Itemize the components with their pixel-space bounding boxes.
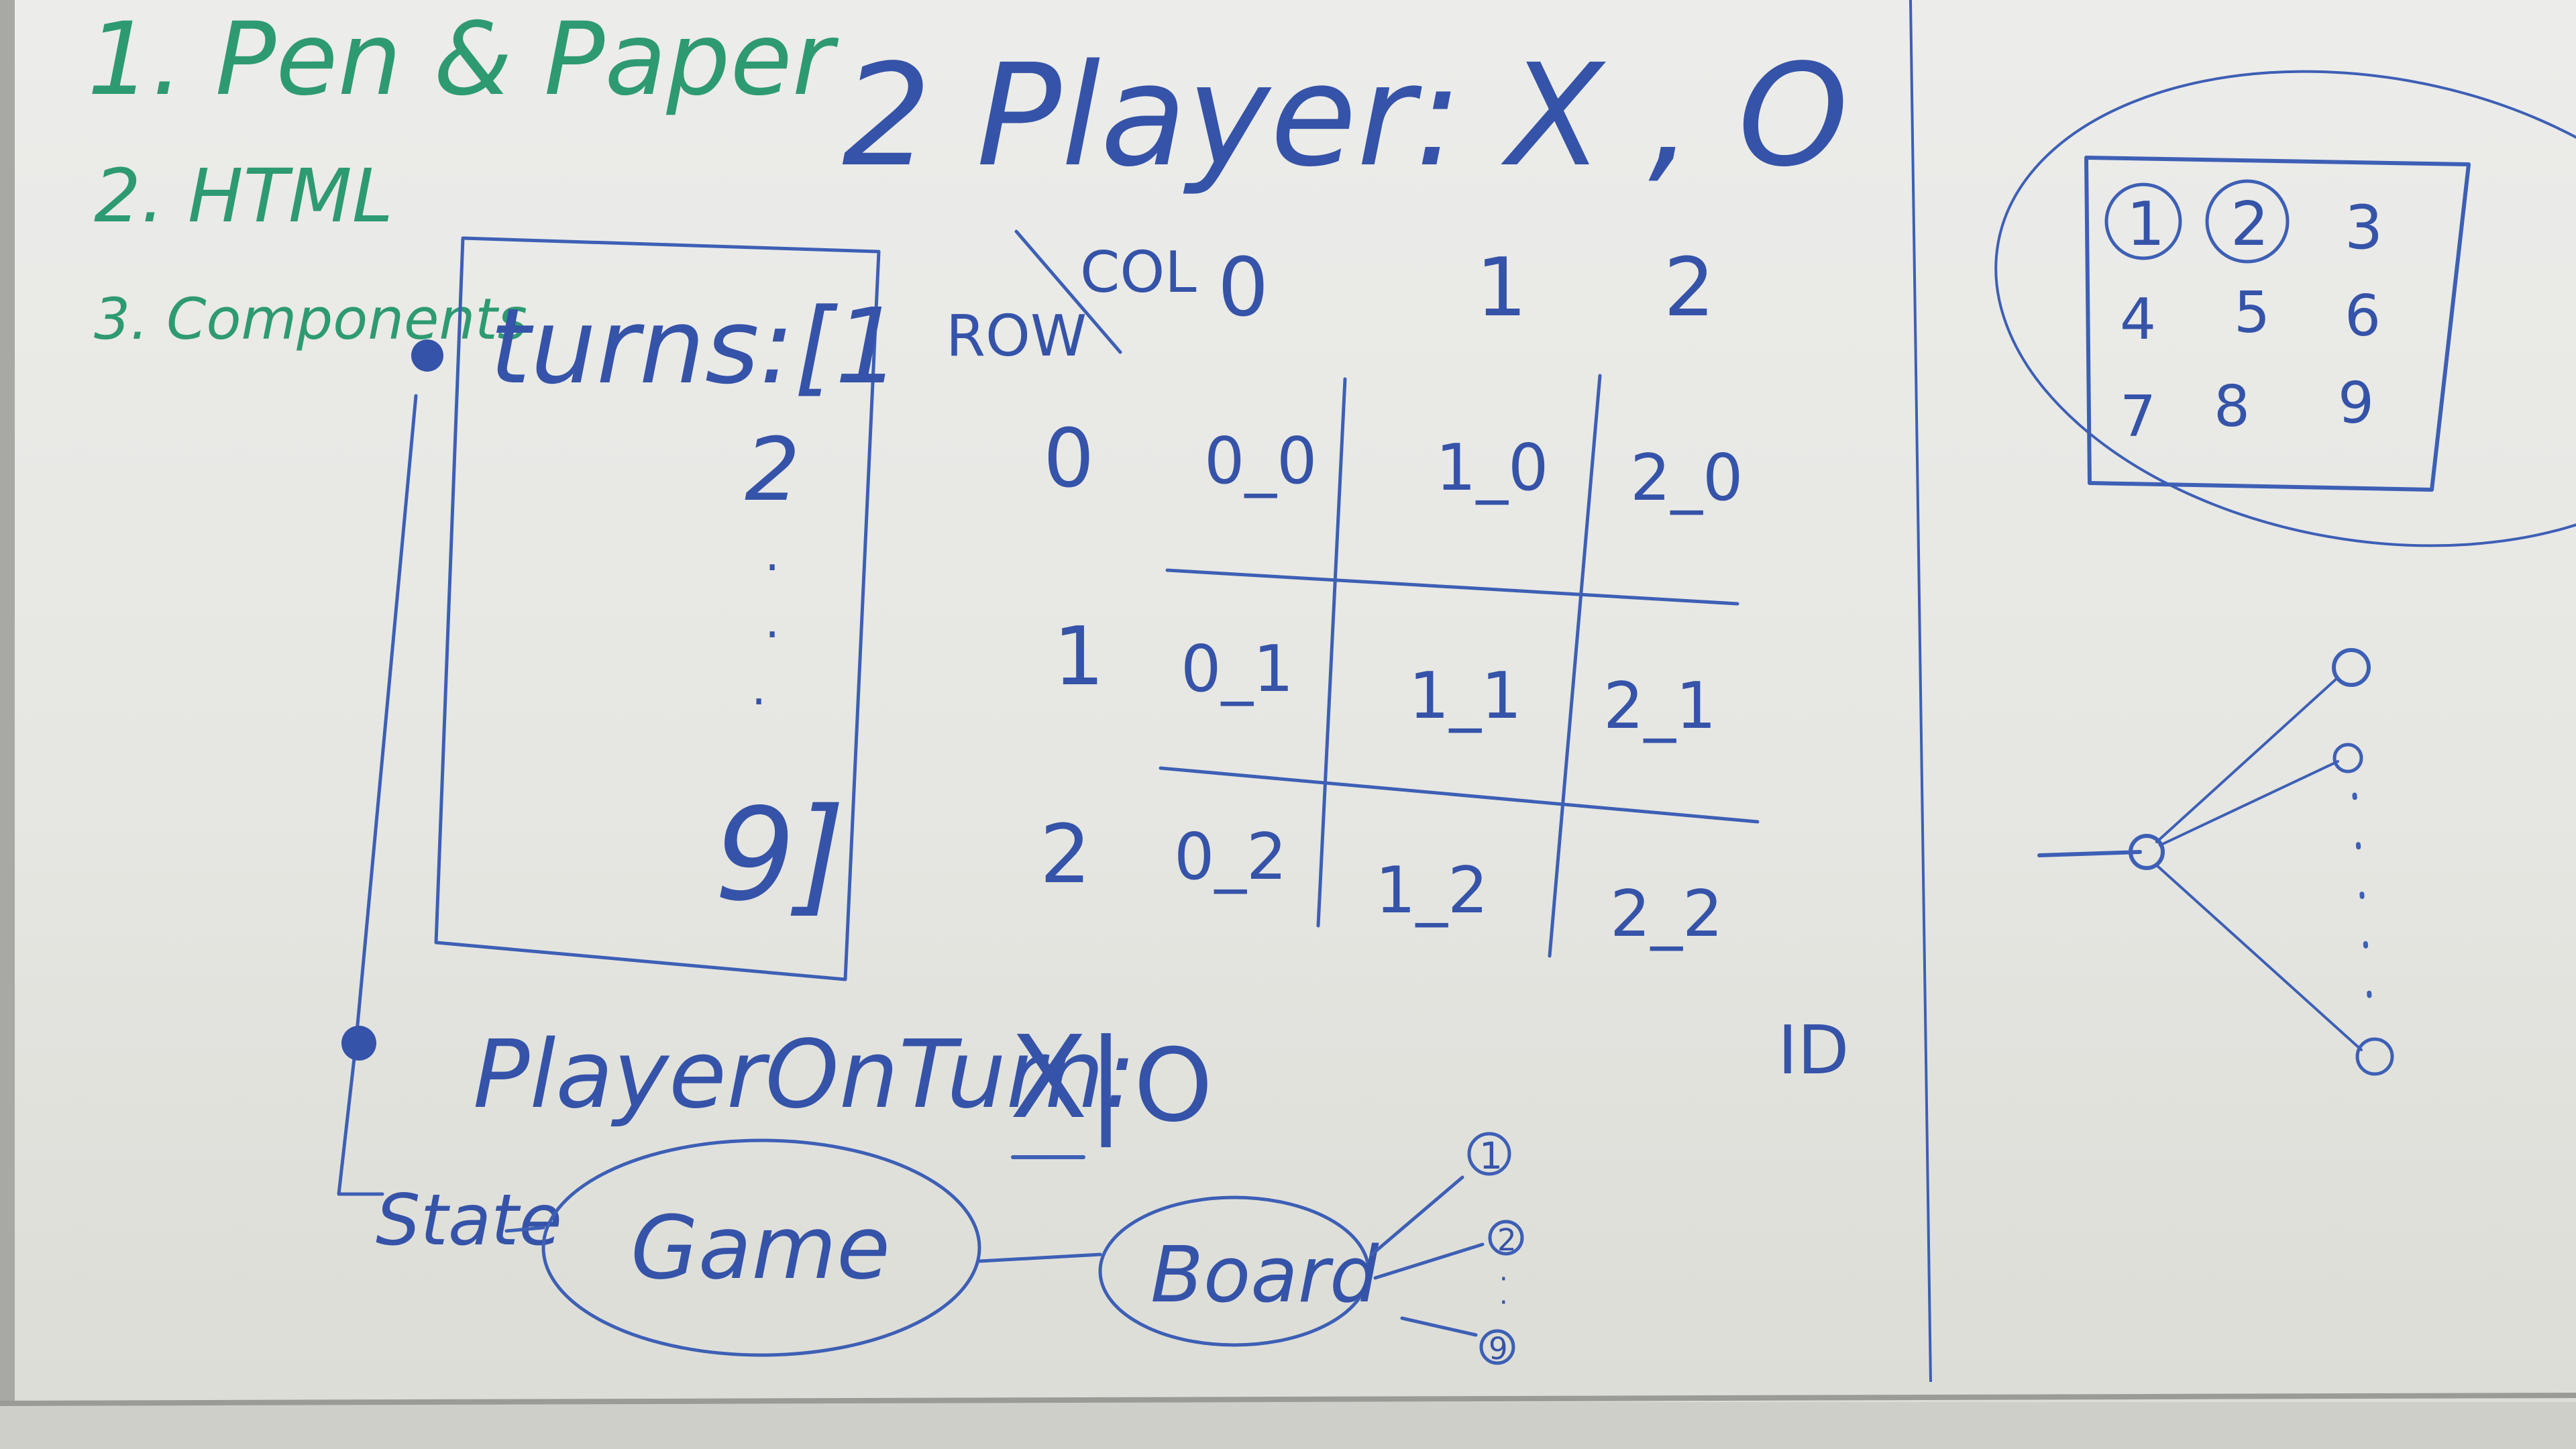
tree-child-9: [1479, 1329, 1515, 1365]
tray-edge: [0, 1393, 2576, 1406]
grid-col-header-2: 2: [1664, 241, 1715, 335]
mini-number-8: 8: [2214, 374, 2250, 440]
notes-item-1: 1. Pen & Paper: [87, 1, 839, 118]
sketch-tree-stem: [2037, 850, 2142, 857]
turns-second: 2: [745, 419, 800, 521]
sketch-tree-leaf-2: [2332, 743, 2363, 773]
mini-board-bubble: [1994, 70, 2576, 547]
player-on-turn-label: PlayerOnTurn:: [473, 1020, 1136, 1130]
marker-tray: [0, 1402, 2576, 1449]
mini-number-6: 6: [2345, 283, 2381, 350]
game-to-board-line: [977, 1252, 1102, 1263]
state-label: State: [376, 1179, 562, 1261]
mini-number-1-circle: [2104, 182, 2182, 260]
sketch-tree-branch-2: [2159, 760, 2339, 847]
grid-col-header-1: 1: [1476, 241, 1527, 335]
player-on-turn-o: O: [1134, 1028, 1213, 1144]
board-to-child-2: [1373, 1242, 1485, 1280]
turns-box: [434, 236, 881, 981]
grid-cell-0-1: 1_0: [1436, 431, 1548, 505]
grid-cell-2-0: 0_2: [1174, 820, 1287, 894]
mini-number-2: 2: [2231, 189, 2269, 260]
turns-last: 9]: [714, 781, 845, 929]
grid-cell-2-2: 2_2: [1610, 877, 1723, 951]
player-connector-dot: [341, 1026, 376, 1061]
turns-dot-3: ·: [751, 674, 766, 729]
game-node: [541, 1138, 981, 1357]
grid-row-header-1: 1: [1053, 610, 1104, 704]
player-on-turn-x: X: [1010, 1012, 1087, 1144]
sketch-tree-root: [2129, 834, 2165, 870]
state-to-game-line: [504, 1226, 545, 1233]
turns-dot-1: ·: [765, 540, 780, 595]
mini-number-1: 1: [2127, 189, 2165, 260]
state-bracket: [337, 394, 418, 1196]
turns-label: turns:[1: [490, 286, 901, 407]
grid-row-header-2: 2: [1040, 808, 1091, 902]
mini-number-7: 7: [2120, 384, 2156, 450]
grid-col-header-0: 0: [1218, 241, 1269, 335]
board-label: Board: [1150, 1230, 1379, 1320]
sketch-tree-dots: [2352, 792, 2374, 1026]
mini-number-4: 4: [2120, 286, 2156, 353]
grid-cell-1-0: 0_1: [1181, 633, 1293, 706]
mini-board-frame: [2084, 156, 2471, 492]
grid-row-label: ROW: [946, 303, 1087, 370]
mini-number-3: 3: [2345, 193, 2383, 263]
grid-line-v1: [1316, 377, 1347, 928]
turns-dot-2: ·: [765, 607, 780, 662]
grid-cell-1-2: 2_1: [1603, 669, 1716, 743]
grid-cell-0-0: 0_0: [1204, 425, 1317, 498]
mini-number-9: 9: [2338, 370, 2374, 437]
notes-item-2: 2. HTML: [94, 153, 393, 239]
grid-col-label: COL: [1080, 239, 1197, 306]
tree-child-1: [1467, 1132, 1511, 1176]
page-title: 2 Player: X , O: [842, 34, 1849, 198]
game-label: Game: [631, 1197, 890, 1299]
tree-child-1-label: 1: [1479, 1134, 1503, 1177]
grid-cell-1-1: 1_1: [1409, 659, 1521, 733]
grid-diagonal: [1014, 229, 1122, 354]
mini-number-2-circle: [2205, 179, 2290, 264]
tree-dots-1: ·: [1499, 1264, 1508, 1295]
sketch-tree-branch-3: [2155, 864, 2363, 1051]
notes-item-3: 3. Components: [94, 286, 527, 353]
grid-id-note: ID: [1778, 1011, 1849, 1089]
grid-line-h2: [1159, 766, 1760, 824]
grid-row-header-0: 0: [1043, 413, 1094, 506]
turns-connector-dot: [411, 339, 443, 372]
grid-cell-2-1: 1_2: [1375, 854, 1488, 928]
board-to-child-1: [1370, 1175, 1464, 1256]
board-frame-left: [0, 0, 15, 1449]
grid-line-v2: [1548, 374, 1602, 958]
board-to-child-9: [1400, 1316, 1478, 1337]
grid-line-h1: [1165, 568, 1739, 606]
tree-dots-2: ·: [1499, 1287, 1508, 1318]
tree-child-2: [1488, 1220, 1524, 1256]
sketch-tree-branch-1: [2155, 676, 2339, 843]
grid-cell-0-2: 2_0: [1630, 441, 1743, 515]
tree-child-9-label: 9: [1489, 1331, 1508, 1366]
board-node: [1098, 1195, 1371, 1347]
sketch-tree-leaf-1: [2332, 648, 2371, 687]
mini-number-5: 5: [2234, 280, 2270, 346]
board-divider-line: [1909, 0, 1932, 1383]
tree-child-2-label: 2: [1497, 1222, 1517, 1258]
sketch-tree-leaf-3: [2355, 1037, 2394, 1076]
player-on-turn-sep: |: [1087, 1015, 1125, 1148]
